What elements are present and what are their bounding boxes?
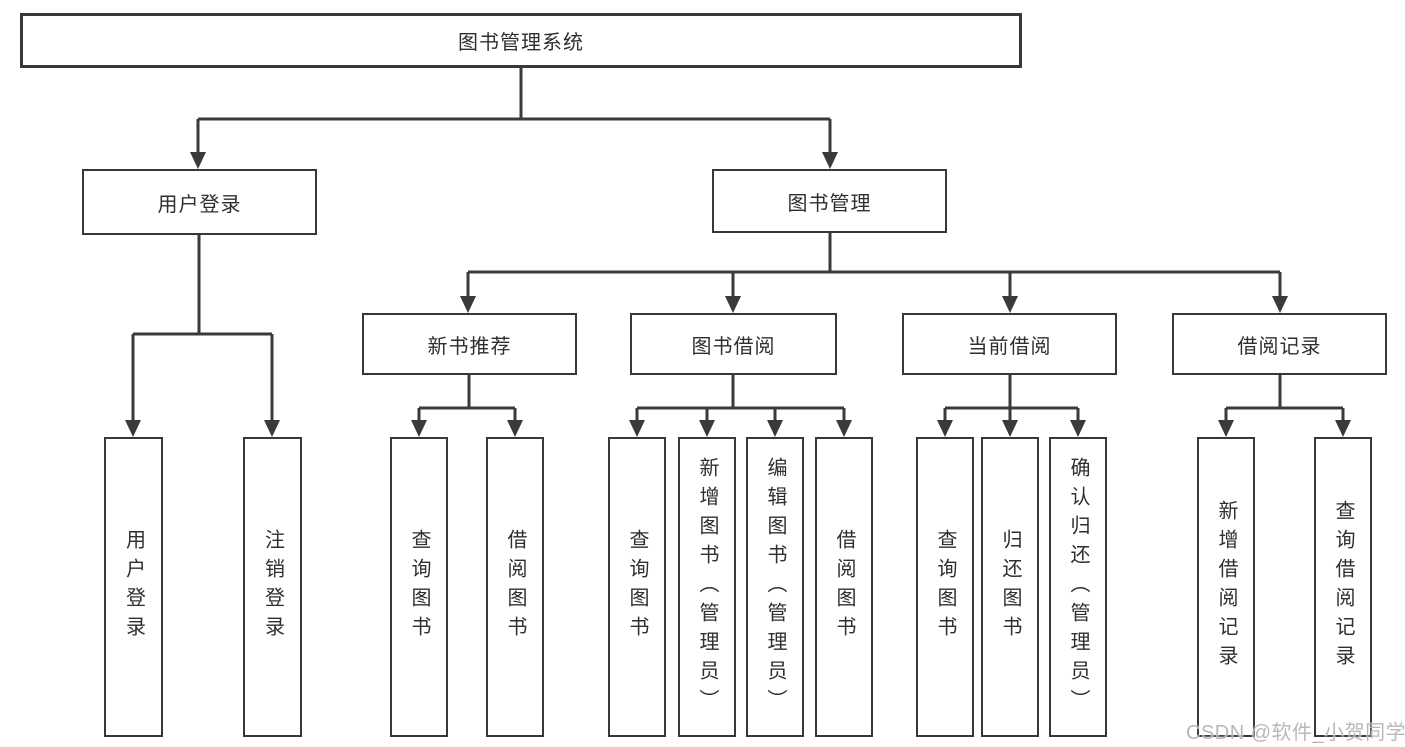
node-label: 查询图书 <box>934 529 956 645</box>
node-label: 查询图书 <box>408 529 430 645</box>
connectors-book-management <box>460 233 1288 313</box>
node-label: 借阅图书 <box>833 529 855 645</box>
node-current-confirm-return-admin: 确认归还（管理员） <box>1049 437 1107 737</box>
node-library-system: 图书管理系统 <box>20 13 1022 68</box>
node-book-management: 图书管理 <box>712 169 947 233</box>
arrow-down-icon <box>822 152 838 169</box>
arrow-down-icon <box>767 420 783 437</box>
node-current-borrow: 当前借阅 <box>902 313 1117 375</box>
node-label: 注销登录 <box>261 529 284 645</box>
arrow-down-icon <box>1218 420 1234 437</box>
node-current-query-books: 查询图书 <box>916 437 974 737</box>
node-recommend-borrow-books: 借阅图书 <box>486 437 544 737</box>
arrow-down-icon <box>725 296 741 313</box>
arrow-down-icon <box>460 296 476 313</box>
arrow-down-icon <box>1272 296 1288 313</box>
node-borrow-records: 借阅记录 <box>1172 313 1387 375</box>
node-borrow-query-books: 查询图书 <box>608 437 666 737</box>
arrow-down-icon <box>836 420 852 437</box>
node-borrow-edit-books-admin: 编辑图书（管理员） <box>746 437 804 737</box>
node-label: 新增借阅记录 <box>1215 500 1237 674</box>
connectors-user-login <box>125 234 280 437</box>
node-label: 图书借阅 <box>691 335 776 358</box>
arrow-down-icon <box>411 420 427 437</box>
node-label: 借阅图书 <box>504 529 526 645</box>
arrow-down-icon <box>937 420 953 437</box>
node-borrow-add-books-admin: 新增图书（管理员） <box>678 437 736 737</box>
node-label: 用户登录 <box>122 529 145 645</box>
node-borrow-borrow-books: 借阅图书 <box>815 437 873 737</box>
arrow-down-icon <box>1070 420 1086 437</box>
node-label: 用户登录 <box>157 193 242 216</box>
node-records-query-record: 查询借阅记录 <box>1314 437 1372 737</box>
node-label: 确认归还（管理员） <box>1067 456 1089 718</box>
arrow-down-icon <box>1002 420 1018 437</box>
node-label: 归还图书 <box>999 529 1021 645</box>
connectors-root-to-level2 <box>190 68 838 169</box>
arrow-down-icon <box>629 420 645 437</box>
node-user-login: 用户登录 <box>82 169 317 235</box>
node-label: 新增图书（管理员） <box>696 456 718 718</box>
arrow-down-icon <box>264 420 280 437</box>
connectors-new-book-recommend <box>411 375 523 437</box>
csdn-watermark: CSDN @软件_小贺同学 <box>1186 722 1405 744</box>
node-current-return-books: 归还图书 <box>981 437 1039 737</box>
arrow-down-icon <box>125 420 141 437</box>
arrow-down-icon <box>190 152 206 169</box>
arrow-down-icon <box>507 420 523 437</box>
arrow-down-icon <box>1335 420 1351 437</box>
node-label: 新书推荐 <box>427 335 512 358</box>
connectors-borrow-records <box>1218 375 1351 437</box>
node-label: 查询借阅记录 <box>1332 500 1354 674</box>
node-label: 图书管理 <box>787 192 872 215</box>
node-label: 当前借阅 <box>967 335 1052 358</box>
node-book-borrow: 图书借阅 <box>630 313 837 375</box>
node-label: 图书管理系统 <box>458 32 584 54</box>
arrow-down-icon <box>1002 296 1018 313</box>
node-logout-leaf: 注销登录 <box>243 437 302 737</box>
node-label: 编辑图书（管理员） <box>764 456 786 718</box>
node-user-login-leaf: 用户登录 <box>104 437 163 737</box>
node-records-add-record: 新增借阅记录 <box>1197 437 1255 737</box>
node-recommend-query-books: 查询图书 <box>390 437 448 737</box>
connectors-current-borrow <box>937 375 1086 437</box>
connectors-book-borrow <box>629 375 852 437</box>
arrow-down-icon <box>699 420 715 437</box>
node-label: 借阅记录 <box>1237 335 1322 358</box>
node-new-book-recommend: 新书推荐 <box>362 313 577 375</box>
node-label: 查询图书 <box>626 529 648 645</box>
